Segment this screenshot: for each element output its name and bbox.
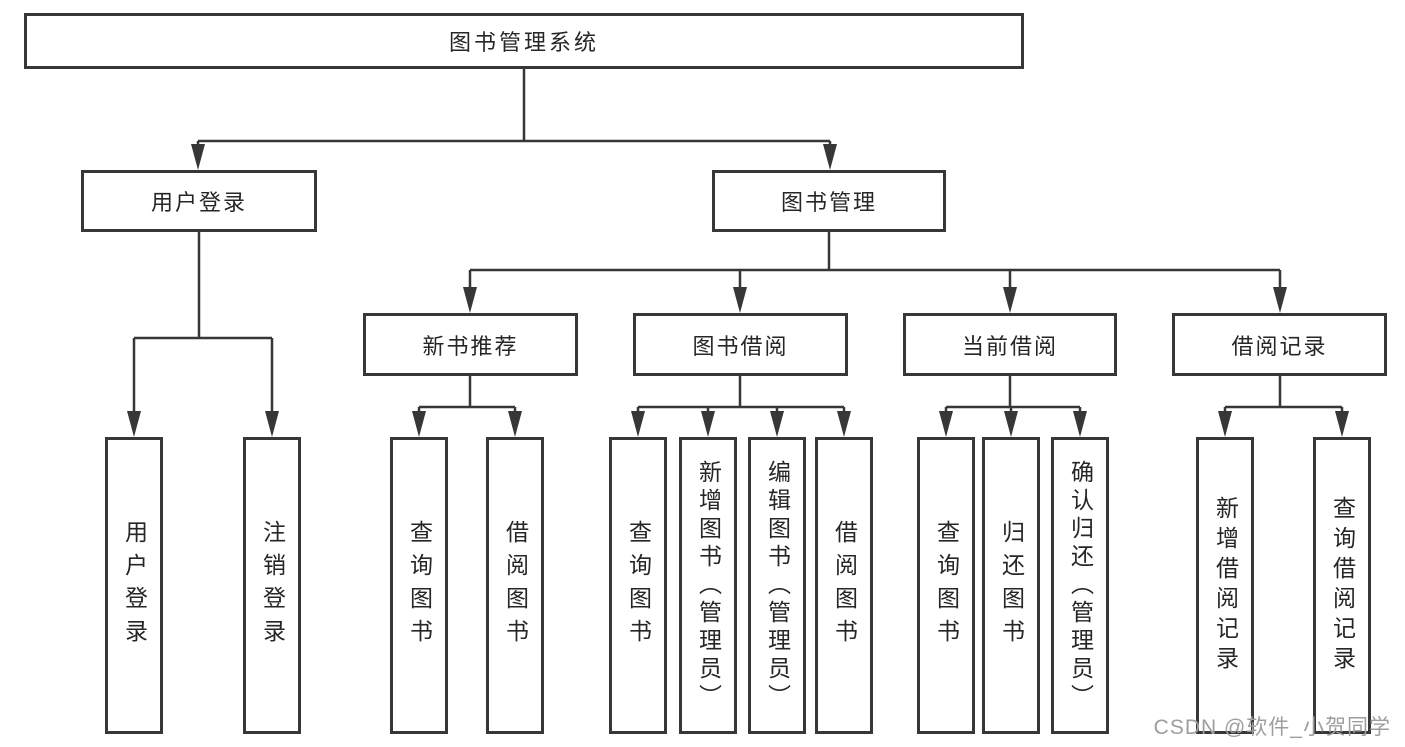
leaf-confirm-return-admin-label: 确认归还（管理员）	[1067, 459, 1094, 712]
node-book-borrowing: 图书借阅	[633, 313, 848, 376]
leaf-add-book-admin-label: 新增图书（管理员）	[695, 459, 722, 712]
leaf-logout-label: 注销登录	[259, 519, 286, 652]
leaf-add-book-admin: 新增图书（管理员）	[679, 437, 737, 734]
leaf-borrow-books-recommend: 借阅图书	[486, 437, 544, 734]
leaf-edit-book-admin-label: 编辑图书（管理员）	[764, 459, 791, 712]
leaf-borrow-books-recommend-label: 借阅图书	[502, 519, 529, 652]
node-user-login: 用户登录	[81, 170, 317, 232]
node-borrowing-records: 借阅记录	[1172, 313, 1387, 376]
node-book-management: 图书管理	[712, 170, 946, 232]
node-current-borrowing: 当前借阅	[903, 313, 1117, 376]
leaf-logout: 注销登录	[243, 437, 301, 734]
leaf-query-books-current-label: 查询图书	[933, 519, 960, 652]
leaf-add-borrow-record: 新增借阅记录	[1196, 437, 1254, 734]
leaf-borrow-books: 借阅图书	[815, 437, 873, 734]
node-library-management-system: 图书管理系统	[24, 13, 1024, 69]
leaf-query-books-borrow-label: 查询图书	[625, 519, 652, 652]
leaf-user-login: 用户登录	[105, 437, 163, 734]
leaf-return-books: 归还图书	[982, 437, 1040, 734]
leaf-add-borrow-record-label: 新增借阅记录	[1212, 495, 1239, 676]
leaf-query-borrow-record: 查询借阅记录	[1313, 437, 1371, 734]
leaf-edit-book-admin: 编辑图书（管理员）	[748, 437, 806, 734]
csdn-watermark: CSDN @软件_小贺同学	[1153, 716, 1391, 739]
leaf-query-books-recommend: 查询图书	[390, 437, 448, 734]
leaf-query-books-current: 查询图书	[917, 437, 975, 734]
leaf-query-borrow-record-label: 查询借阅记录	[1329, 495, 1356, 676]
leaf-user-login-label: 用户登录	[121, 519, 148, 652]
leaf-query-books-recommend-label: 查询图书	[406, 519, 433, 652]
leaf-borrow-books-label: 借阅图书	[831, 519, 858, 652]
leaf-confirm-return-admin: 确认归还（管理员）	[1051, 437, 1109, 734]
node-new-book-recommendation: 新书推荐	[363, 313, 578, 376]
leaf-query-books-borrow: 查询图书	[609, 437, 667, 734]
leaf-return-books-label: 归还图书	[998, 519, 1025, 652]
